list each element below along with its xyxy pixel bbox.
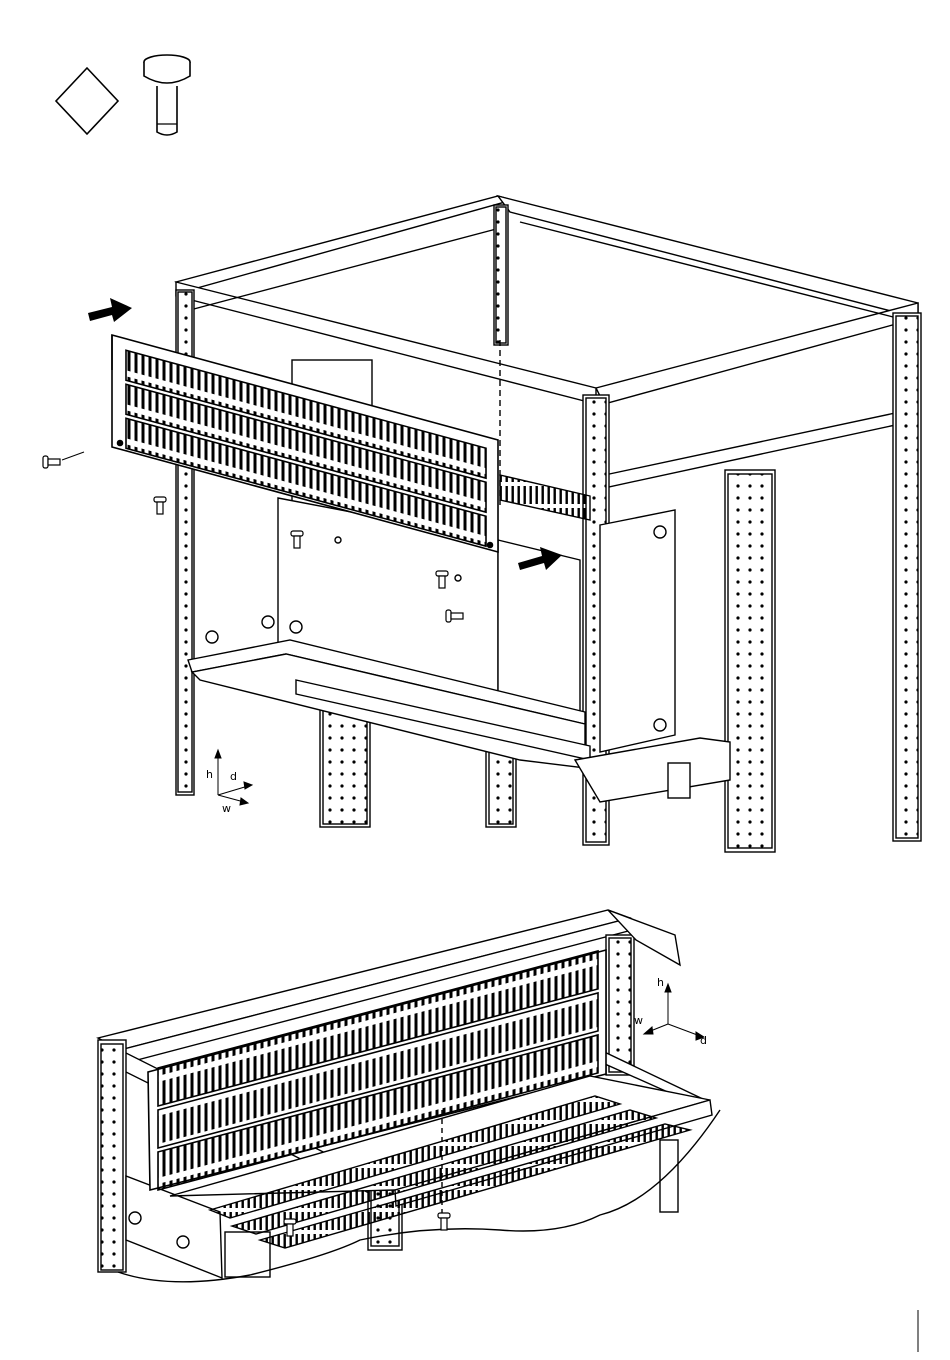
axis-label-d: d: [230, 770, 237, 783]
axis-label-d-bottom: d: [700, 1034, 707, 1047]
axis-label-w: w: [222, 802, 231, 815]
axes-indicator-bottom: [644, 984, 704, 1040]
rhombus-icon: [56, 68, 118, 134]
insertion-arrow-left: [88, 298, 132, 322]
axis-label-h-bottom: h: [657, 976, 664, 989]
axis-label-w-bottom: w: [634, 1014, 643, 1027]
screw-icon: [144, 55, 190, 135]
axis-label-h: h: [206, 768, 213, 781]
